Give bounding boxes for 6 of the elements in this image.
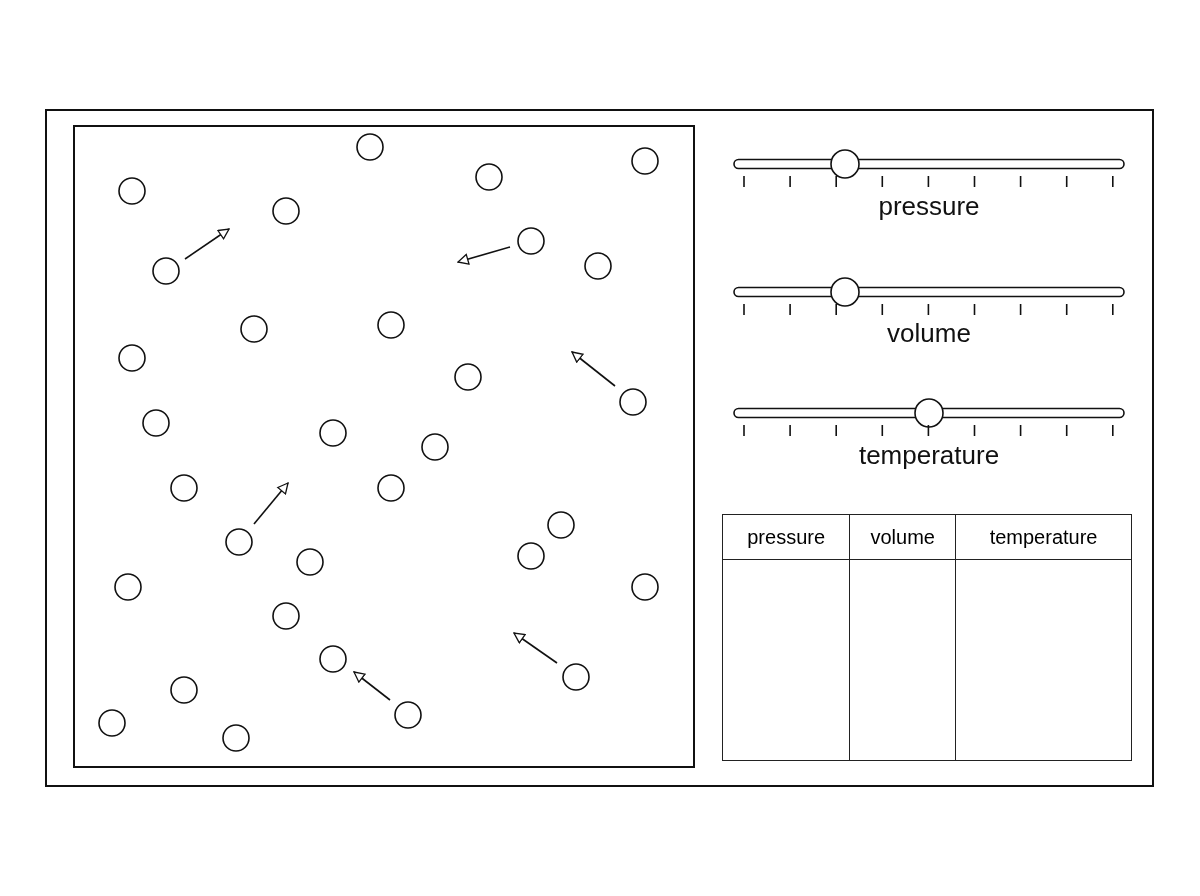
column-header: volume bbox=[849, 514, 956, 560]
column-header: pressure bbox=[722, 514, 850, 560]
column-header: temperature bbox=[955, 514, 1132, 560]
slider-label: temperature bbox=[858, 440, 1000, 470]
slider-label: volume bbox=[887, 318, 971, 348]
slider-label: pressure bbox=[878, 191, 980, 221]
